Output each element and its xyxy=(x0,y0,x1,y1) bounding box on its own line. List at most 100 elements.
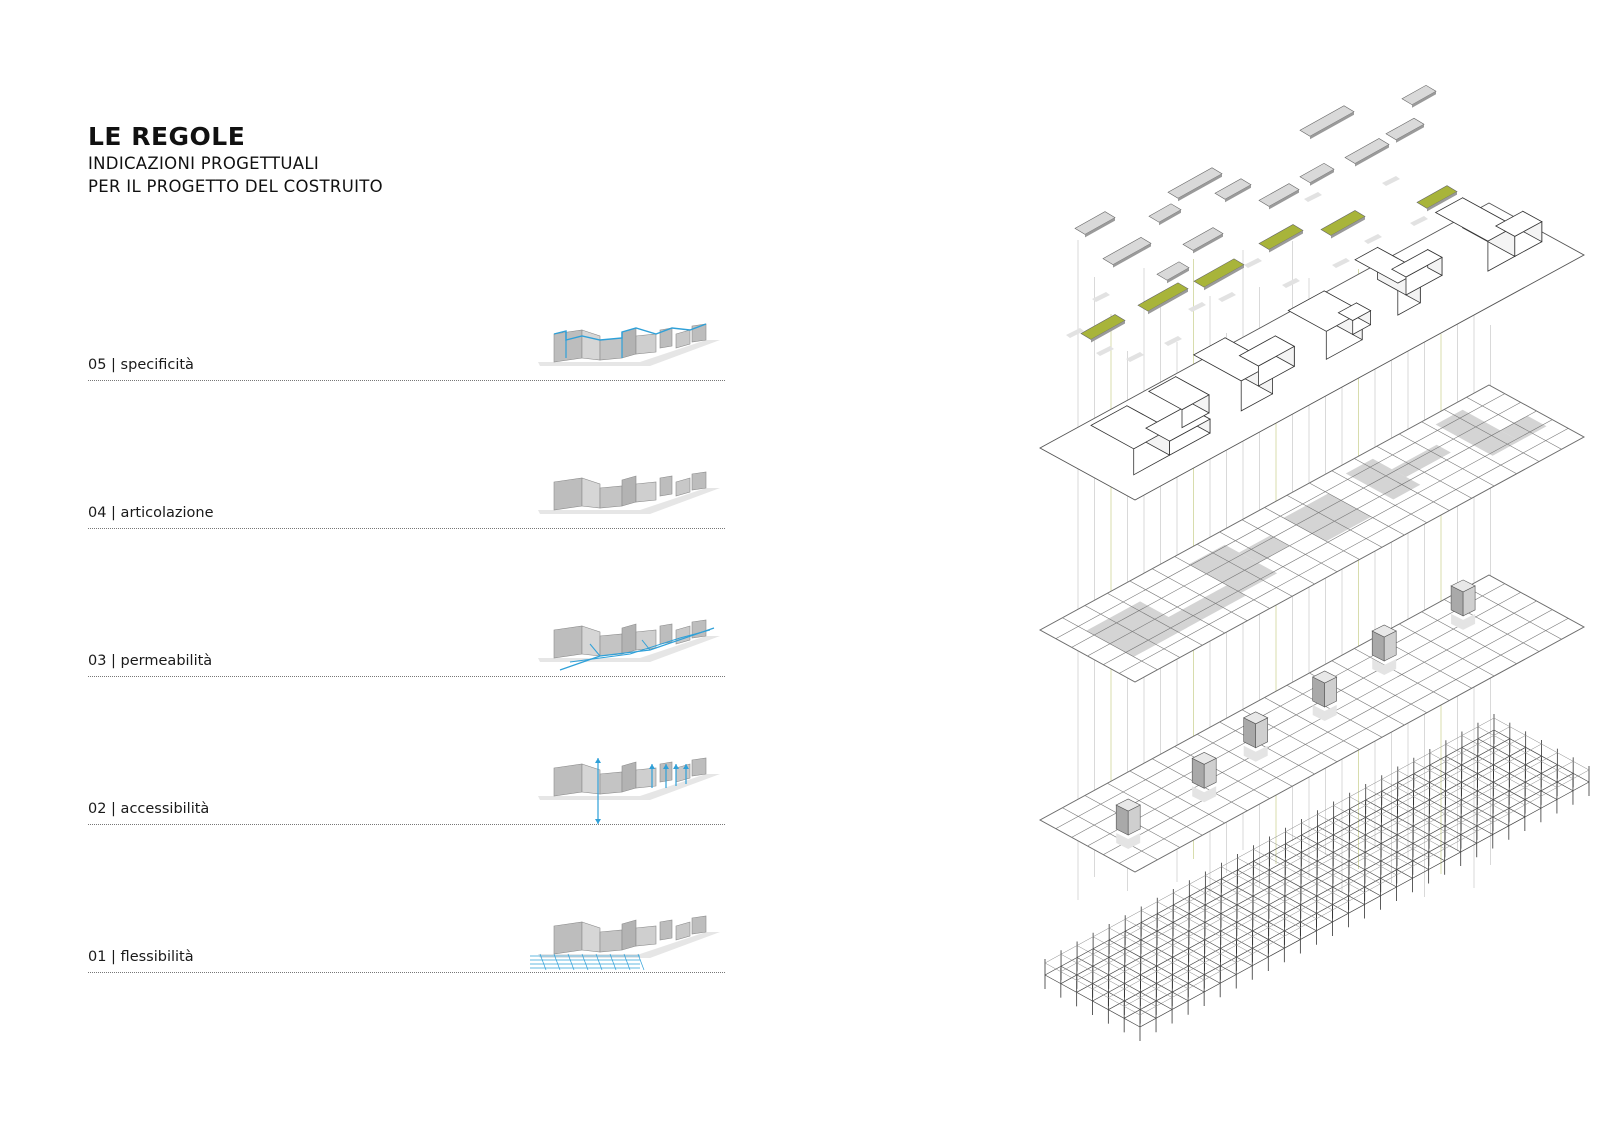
blue-arrow-head xyxy=(673,764,679,769)
grid-line xyxy=(1108,764,1558,1010)
core-top xyxy=(1312,670,1338,684)
grid-with-footprints-layer xyxy=(1039,384,1585,683)
grid-line xyxy=(1071,592,1521,838)
grid-with-cores-layer xyxy=(1039,574,1585,873)
block-front xyxy=(635,925,657,947)
grid-line xyxy=(1103,419,1553,665)
blue-grid-line xyxy=(595,953,603,971)
faint-footprint xyxy=(1164,336,1182,346)
faint-footprint xyxy=(1410,216,1428,226)
rule-thumbnail-flessibilita xyxy=(530,915,720,971)
green-roof-slab-edge xyxy=(1148,288,1188,315)
block-front xyxy=(691,915,707,935)
grid-line xyxy=(1039,384,1490,631)
blue-grid-line xyxy=(539,953,547,971)
faint-footprint xyxy=(1244,258,1262,268)
blue-arrow-head xyxy=(595,819,601,824)
green-roof-slab-edge xyxy=(1331,216,1365,239)
core-top xyxy=(1191,751,1217,765)
floating-roofs-layer xyxy=(1066,84,1458,362)
grid-line xyxy=(1139,769,1590,1016)
grid-line xyxy=(1124,761,1574,1007)
gray-roof-slab-edge xyxy=(1396,124,1424,143)
rule-divider xyxy=(88,824,725,825)
volume-roof xyxy=(1337,302,1372,321)
core-top xyxy=(1450,579,1476,593)
green-roof-slab-edge xyxy=(1269,230,1303,253)
gray-roof-slab-edge xyxy=(1193,233,1223,254)
grid-line xyxy=(1134,626,1585,873)
grid-line xyxy=(1055,393,1505,639)
gray-roof-slab xyxy=(1167,167,1223,199)
green-roof-slab xyxy=(1193,258,1245,288)
blue-grid-line xyxy=(567,953,575,971)
block-front xyxy=(675,921,691,941)
rule-row-accessibilita: 02 | accessibilità xyxy=(88,799,725,825)
rule-divider xyxy=(88,528,725,529)
faint-footprint xyxy=(1332,258,1350,268)
grid-line xyxy=(1119,428,1569,674)
faint-footprint xyxy=(1282,278,1300,288)
blue-path xyxy=(559,627,715,671)
core-top xyxy=(1243,711,1269,725)
green-roof-slab-edge xyxy=(1091,320,1125,343)
faint-footprint xyxy=(1218,292,1236,302)
blue-grid-line xyxy=(637,953,645,971)
rule-divider xyxy=(88,972,725,973)
gray-roof-slab-edge xyxy=(1269,189,1299,210)
rule-divider xyxy=(88,380,725,381)
grid-line xyxy=(1119,618,1569,864)
ground-shadow xyxy=(538,488,720,514)
blue-grid-line xyxy=(581,953,589,971)
blue-path xyxy=(641,639,651,651)
gray-roof-slab-edge xyxy=(1225,184,1251,203)
structural-lattice-layer xyxy=(1044,714,1590,1041)
blue-grid-line xyxy=(609,953,617,971)
gray-roof-slab-edge xyxy=(1167,267,1189,284)
grid-line xyxy=(1087,410,1537,657)
core-shadow xyxy=(1312,705,1337,721)
rule-divider xyxy=(88,676,725,677)
blue-arrow-head xyxy=(595,758,601,763)
ground-shadow xyxy=(538,932,720,958)
grid-line xyxy=(1103,609,1553,855)
faint-footprint xyxy=(1364,234,1382,244)
building-footprint xyxy=(1114,585,1246,657)
volume-roof xyxy=(1494,210,1543,237)
grid-line xyxy=(1055,583,1505,829)
rule-label: 03 | permeabilità xyxy=(88,653,213,669)
block-front xyxy=(675,329,691,349)
rule-row-articolazione: 04 | articolazione xyxy=(88,503,725,529)
core-shadow xyxy=(1116,833,1141,849)
grid-line xyxy=(1076,747,1526,993)
grid-line xyxy=(1044,717,1495,964)
faint-footprint xyxy=(1304,192,1322,202)
massing-sketch xyxy=(538,471,720,514)
faint-footprint xyxy=(1096,346,1114,356)
blue-grid-line xyxy=(553,953,561,971)
gray-roof-slab-edge xyxy=(1113,243,1151,268)
rule-thumbnail-accessibilita xyxy=(538,757,720,824)
gray-roof-slab-edge xyxy=(1310,169,1334,186)
volume-roof xyxy=(1090,405,1171,450)
gray-roof-slab xyxy=(1102,237,1152,265)
faint-footprint xyxy=(1382,176,1400,186)
massing-sketch xyxy=(538,323,720,366)
rule-thumbnail-articolazione xyxy=(538,471,720,514)
rule-row-flessibilita: 01 | flessibilità xyxy=(88,947,725,973)
block-front xyxy=(635,481,657,503)
faint-footprint xyxy=(1188,302,1206,312)
blue-arrow-head xyxy=(663,764,669,769)
core-shadow xyxy=(1192,786,1217,803)
gray-roof-slab-edge xyxy=(1310,111,1354,140)
gray-roof-slab xyxy=(1299,105,1355,137)
green-roof-slab-edge xyxy=(1427,191,1457,212)
block-front xyxy=(691,471,707,491)
building-footprint xyxy=(1345,458,1421,500)
rule-label: 01 | flessibilità xyxy=(88,949,194,965)
block-front xyxy=(659,919,673,941)
grid-line xyxy=(1060,726,1510,972)
building-footprint xyxy=(1239,535,1290,563)
faint-footprint xyxy=(1066,328,1084,338)
